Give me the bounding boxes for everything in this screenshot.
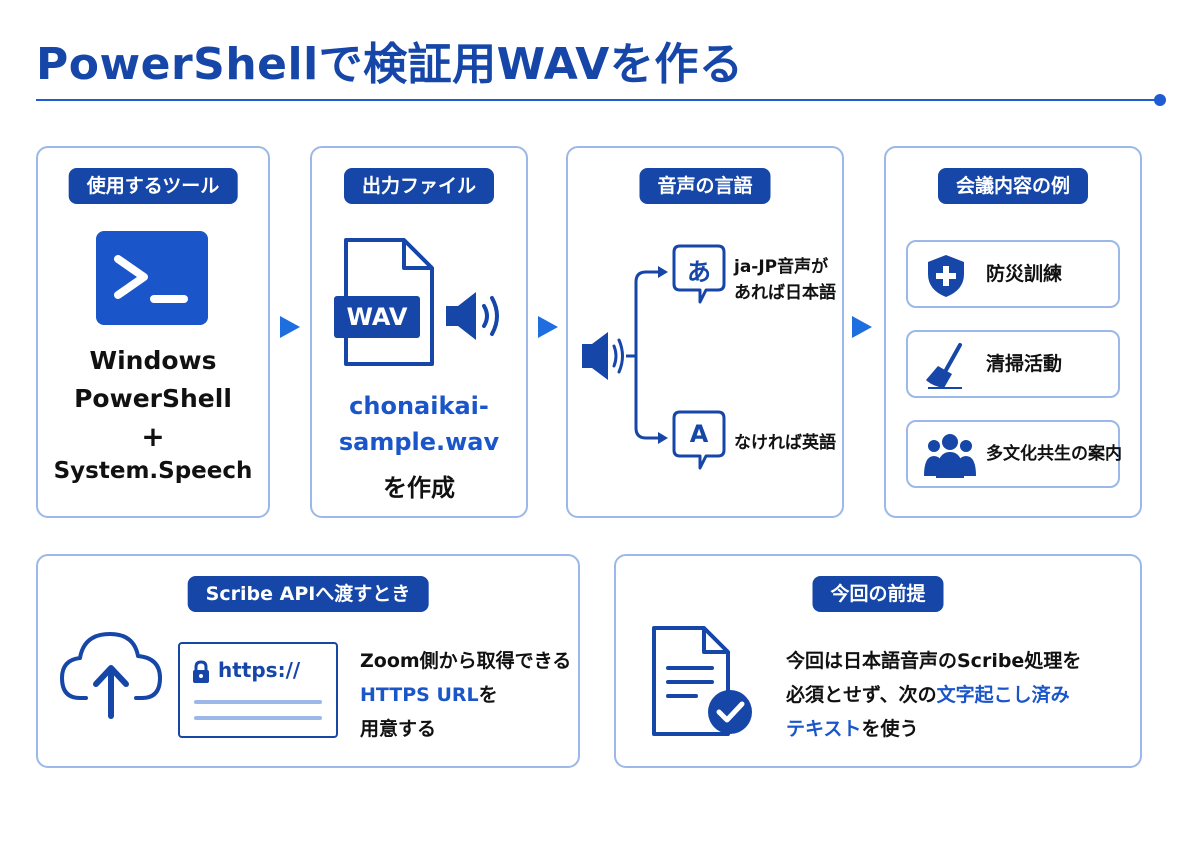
scribe-line2-highlight: HTTPS URL: [360, 684, 479, 706]
output-heading: 出力ファイル: [343, 168, 495, 204]
premise-card: 今回の前提 今回は日本語音声のScribe処理を 必須とせず、次の文字起こし済み…: [614, 554, 1142, 768]
output-filename-line2: sample.wav: [338, 428, 500, 456]
output-card: 出力ファイル WAV chonaikai- sample.wav を作成: [310, 146, 528, 518]
scribe-heading: Scribe APIへ渡すとき: [187, 576, 429, 612]
scribe-line3: 用意する: [360, 718, 437, 740]
output-filename-line1: chonaikai-: [349, 392, 489, 420]
meeting-item-label: 防災訓練: [986, 263, 1063, 285]
page-title: PowerShellで検証用WAVを作る: [36, 39, 744, 90]
lock-icon: [193, 660, 209, 683]
meeting-card: 会議内容の例 防災訓練 清掃活動 多文化共生の案内: [884, 146, 1142, 518]
english-glyph: A: [689, 420, 709, 448]
url-placeholder-line: [194, 716, 322, 720]
scribe-line2: HTTPS URLを: [360, 680, 498, 707]
powershell-icon: [96, 231, 208, 325]
premise-line2-plain: 必須とせず、次の: [786, 684, 937, 706]
premise-line2-highlight: 文字起こし済み: [936, 684, 1070, 706]
title-underline-dot: [1154, 94, 1166, 106]
premise-line3-highlight: テキスト: [786, 718, 862, 740]
language-ja-line1: ja-JP音声が: [734, 257, 829, 277]
arrow-right-icon: [852, 316, 872, 338]
url-text: https://: [218, 658, 301, 682]
premise-line2: 必須とせず、次の文字起こし済み: [786, 680, 1070, 707]
premise-line3: テキストを使う: [786, 714, 918, 741]
wav-badge: WAV: [334, 296, 420, 338]
language-en-text: なければ英語: [734, 433, 836, 453]
arrow-right-icon: [280, 316, 300, 338]
meeting-heading: 会議内容の例: [937, 168, 1089, 204]
meeting-item-label: 多文化共生の案内: [986, 444, 1122, 464]
tool-card: 使用するツール Windows PowerShell + System.Spee…: [36, 146, 270, 518]
language-heading: 音声の言語: [639, 168, 771, 204]
meeting-item: 多文化共生の案内: [906, 420, 1122, 488]
people-icon: [924, 434, 976, 478]
language-branch-diagram: [582, 266, 668, 444]
title-underline: [36, 99, 1160, 101]
output-action: を作成: [383, 474, 455, 502]
premise-line1: 今回は日本語音声のScribe処理を: [786, 650, 1082, 672]
japanese-glyph: あ: [687, 258, 711, 286]
language-card: 音声の言語 あ ja-JP音声が あれば日本語 A なければ英語: [566, 146, 844, 518]
arrow-right-icon: [538, 316, 558, 338]
meeting-item: 防災訓練: [906, 240, 1120, 308]
tool-line-powershell: PowerShell: [74, 384, 232, 413]
scribe-card: Scribe APIへ渡すとき https:// Zoom側から取得できる HT…: [36, 554, 580, 768]
document-check-icon: [652, 626, 752, 736]
url-input-mock: https://: [178, 642, 338, 738]
url-placeholder-line: [194, 700, 322, 704]
scribe-line2-rest: を: [478, 684, 498, 706]
english-speech-bubble-icon: [672, 410, 726, 470]
language-ja-line2: あれば日本語: [734, 283, 836, 303]
tool-line-windows: Windows: [89, 346, 217, 375]
tool-plus: +: [141, 420, 165, 453]
premise-line3-rest: を使う: [861, 718, 919, 740]
tool-heading: 使用するツール: [68, 168, 238, 204]
cloud-upload-icon: [60, 632, 162, 719]
speaker-icon: [446, 292, 499, 340]
broom-icon: [926, 343, 962, 389]
scribe-line1: Zoom側から取得できる: [360, 650, 572, 672]
meeting-item: 清掃活動: [906, 330, 1120, 398]
tool-line-speech: System.Speech: [53, 458, 253, 484]
premise-heading: 今回の前提: [812, 576, 944, 612]
japanese-speech-bubble-icon: [672, 244, 726, 304]
meeting-item-label: 清掃活動: [986, 353, 1063, 375]
shield-plus-icon: [928, 255, 964, 297]
